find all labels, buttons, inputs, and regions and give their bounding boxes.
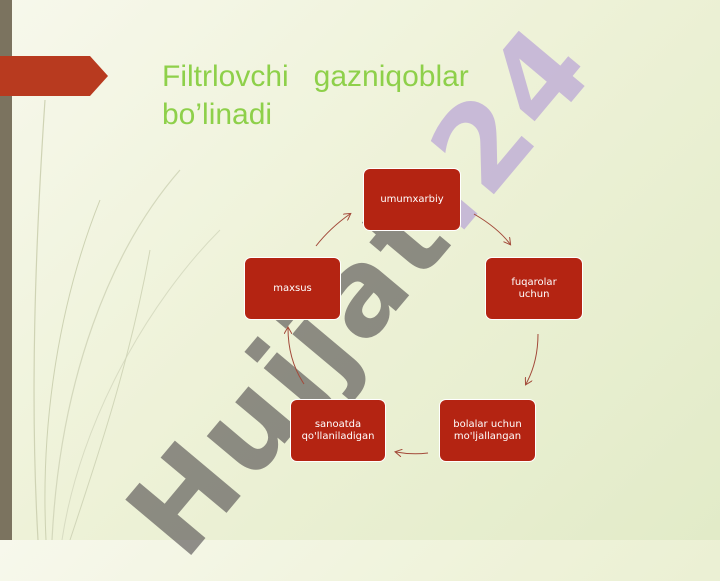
connector-n3-n4 (396, 452, 429, 454)
background-swirl-decoration (33, 99, 221, 540)
connector-n2-n3 (526, 333, 539, 384)
node-maxsus: maxsus (245, 258, 340, 319)
node-umumxarbiy: umumxarbiy (364, 169, 460, 230)
cycle-connectors (0, 0, 539, 540)
title-arrow-marker (0, 56, 108, 96)
slide-title: Filtrlovchi gazniqoblar bo’linadi (162, 60, 478, 131)
node-sanoatda: sanoatda qo'llaniladigan (291, 400, 385, 461)
connector-n4-n5 (288, 328, 305, 385)
connector-n5-n1 (315, 214, 350, 247)
node-fuqarolar-uchun: fuqarolar uchun (486, 258, 582, 319)
connector-n1-n2 (473, 213, 510, 244)
node-bolalar-uchun: bolalar uchun mo'ljallangan (440, 400, 535, 461)
left-accent-bar (0, 0, 12, 540)
